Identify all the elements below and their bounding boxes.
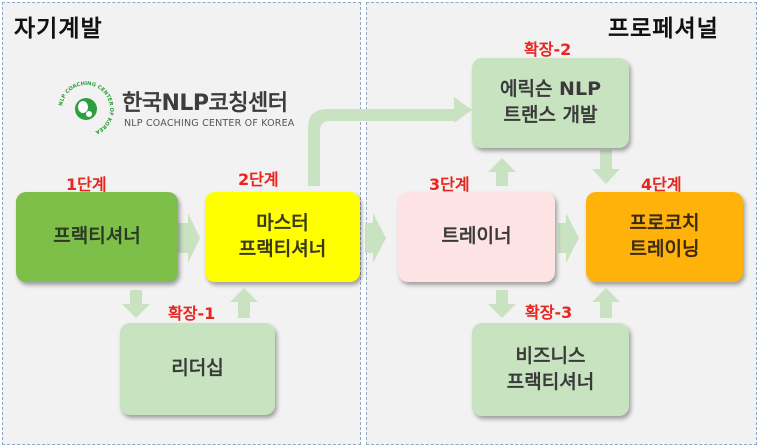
arrow-trainer-to-erickson [488,158,516,186]
arrow-trainer-to-procoach [558,213,579,263]
node-master-practitioner: 마스터 프랙티셔너 [205,192,360,282]
node-procoach-line2: 트레이닝 [629,238,700,260]
node-business-line1: 비즈니스 [515,344,586,367]
logo-english-name: NLP COACHING CENTER OF KOREA [124,118,295,129]
extension-3-label: 확장-3 [525,303,573,322]
node-business-line2: 프랙티셔너 [506,370,595,393]
stage-4-label: 4단계 [641,175,682,194]
nlp-coaching-center-logo: NLP COACHING CENTER OF KOREA 한국NLP코칭센터 N… [54,78,304,140]
extension-1-label: 확장-1 [168,304,216,323]
arrow-leadership-to-master [230,288,258,318]
node-procoach-line1: 프로코치 [629,212,700,235]
node-leadership-line1: 리더십 [171,357,224,380]
node-master-line1: 마스터 [256,212,309,235]
node-master-line2: 프랙티셔너 [238,238,327,260]
node-leadership: 리더십 [120,323,275,415]
stage-3-label: 3단계 [429,175,470,194]
arrow-master-to-trainer [365,213,386,263]
stage-2-label: 2단계 [238,170,279,189]
arrow-business-to-procoach [592,288,620,318]
node-trainer: 트레이너 [398,192,555,282]
extension-2-label: 확장-2 [524,40,572,59]
arrow-trainer-to-business [488,290,516,318]
self-development-title: 자기계발 [14,16,103,42]
node-trainer-line1: 트레이너 [441,225,512,248]
arrow-erickson-to-procoach [592,150,620,184]
arrow-practitioner-to-master [178,213,200,263]
arrow-practitioner-to-leadership [122,290,150,318]
professional-title: 프로페셔널 [608,16,719,42]
logo-korean-name: 한국NLP코칭센터 [122,91,288,116]
node-business-practitioner: 비즈니스 프랙티셔너 [472,323,629,416]
stage-1-label: 1단계 [66,175,107,194]
node-pro-coach-training: 프로코치 트레이닝 [586,192,743,282]
arrow-master-to-erickson [308,97,472,186]
node-erickson-line2: 트랜스 개발 [503,104,598,126]
node-practitioner: 프랙티셔너 [16,192,178,282]
node-erickson-line1: 에릭슨 NLP [500,78,601,101]
node-erickson-nlp: 에릭슨 NLP 트랜스 개발 [472,58,629,148]
logo-emblem-icon: NLP COACHING CENTER OF KOREA [58,81,114,135]
node-practitioner-line1: 프랙티셔너 [53,225,141,248]
